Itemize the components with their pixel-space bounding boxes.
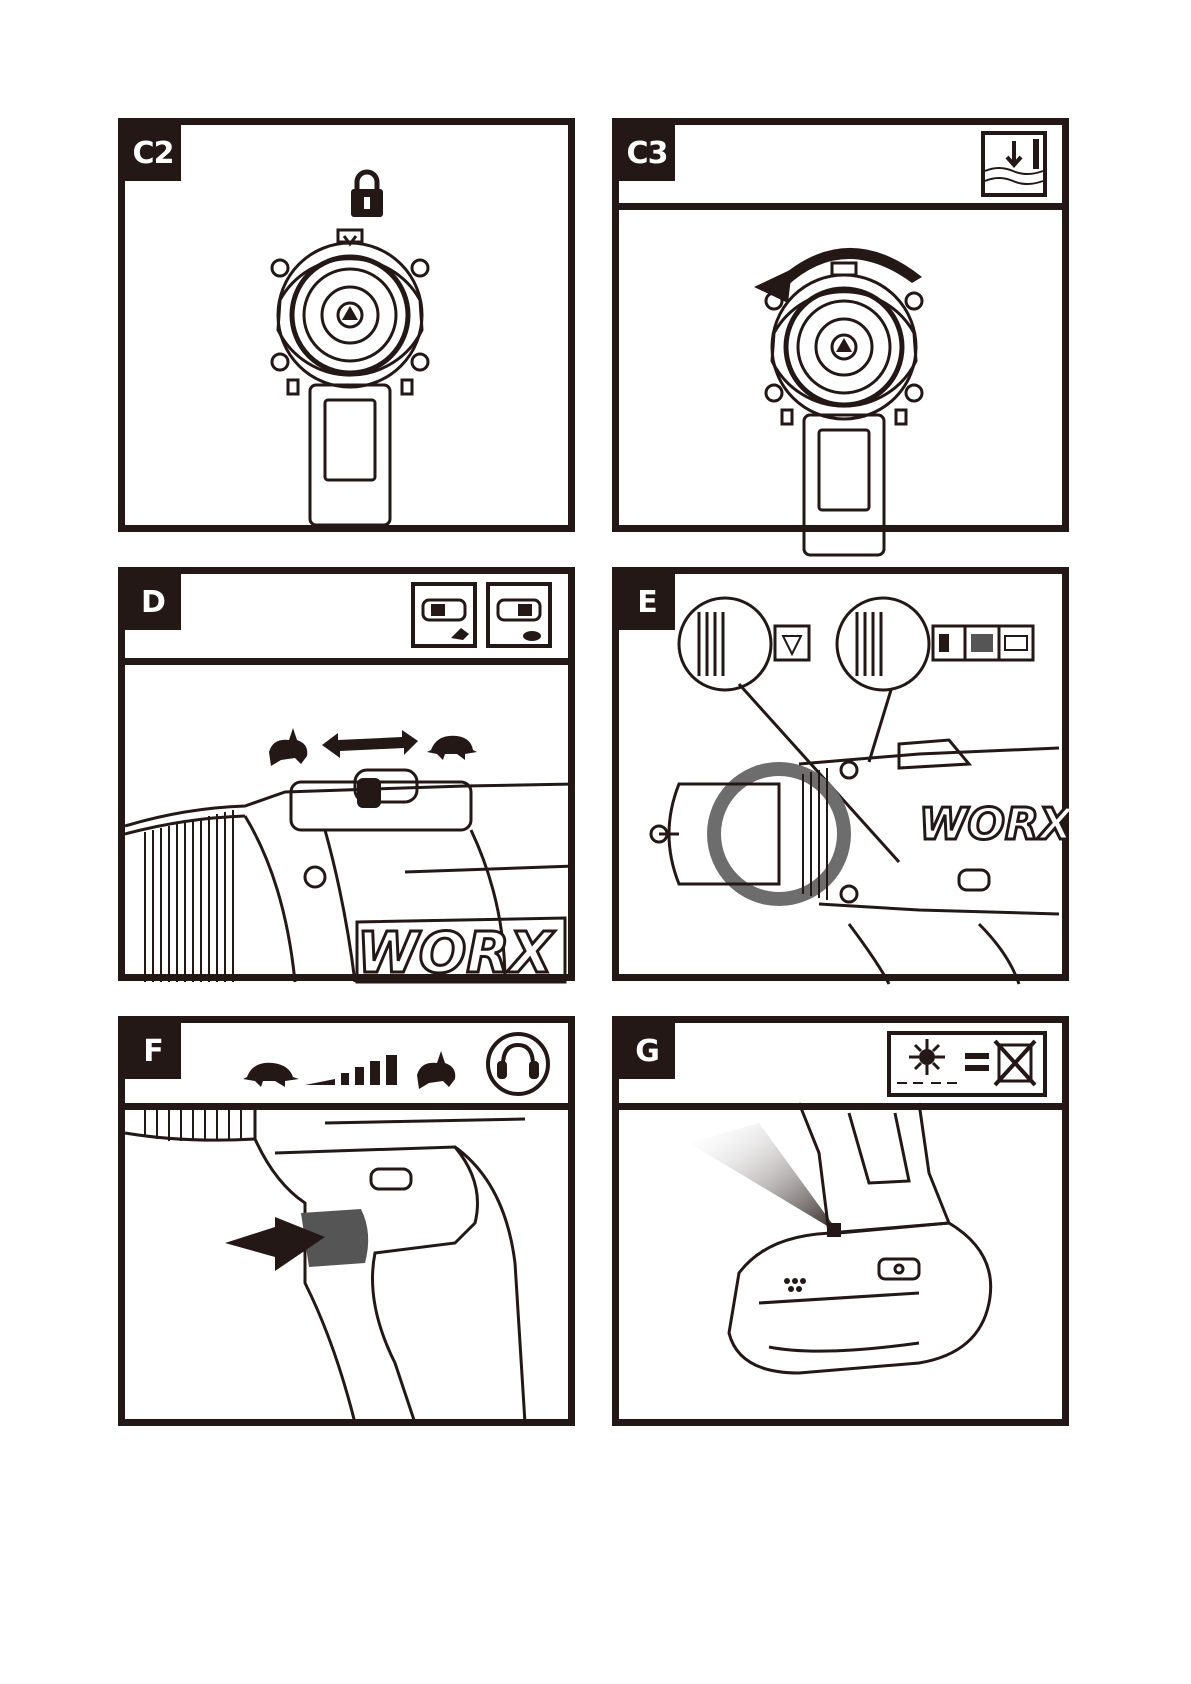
panel-d: D bbox=[118, 567, 575, 981]
torque-screw-icon bbox=[775, 626, 809, 660]
panel-f: F bbox=[118, 1016, 575, 1426]
gear-high-speed-icon bbox=[411, 582, 477, 648]
ear-protection-icon bbox=[485, 1031, 551, 1097]
torque-collar-detail bbox=[679, 592, 1119, 712]
drill-trigger-view bbox=[125, 1103, 575, 1423]
drill-front-view bbox=[744, 255, 944, 535]
turtle-icon bbox=[241, 1059, 301, 1089]
drill-depth-icon bbox=[981, 131, 1047, 197]
lock-icon bbox=[347, 169, 387, 219]
panel-g: G bbox=[612, 1016, 1069, 1426]
panel-f-label: F bbox=[125, 1023, 181, 1079]
drill-side-view bbox=[619, 724, 1069, 984]
gear-low-speed-icon bbox=[486, 582, 552, 648]
double-arrow-icon bbox=[320, 729, 420, 759]
led-light-icon bbox=[887, 1031, 1047, 1097]
panel-c2-label: C2 bbox=[125, 125, 181, 181]
panel-d-label: D bbox=[125, 574, 181, 630]
brand-logo: WORX bbox=[919, 802, 1069, 848]
panel-e-label: E bbox=[619, 574, 675, 630]
drill-front-view bbox=[250, 220, 450, 520]
brand-logo-text: WORX bbox=[919, 802, 1069, 848]
rabbit-icon bbox=[411, 1047, 461, 1091]
brand-logo: WORX bbox=[357, 926, 567, 976]
panel-c3-label: C3 bbox=[619, 125, 675, 181]
drill-battery-led-view bbox=[619, 1103, 1069, 1423]
drill-materials-icon bbox=[933, 626, 1033, 660]
speed-ramp-icon bbox=[305, 1053, 405, 1087]
panel-c2: C2 bbox=[118, 118, 575, 532]
turtle-icon bbox=[425, 732, 479, 762]
panel-g-label: G bbox=[619, 1023, 675, 1079]
brand-logo-text: WORX bbox=[357, 926, 567, 976]
panel-c3: C3 bbox=[612, 118, 1069, 532]
panel-e: E bbox=[612, 567, 1069, 981]
